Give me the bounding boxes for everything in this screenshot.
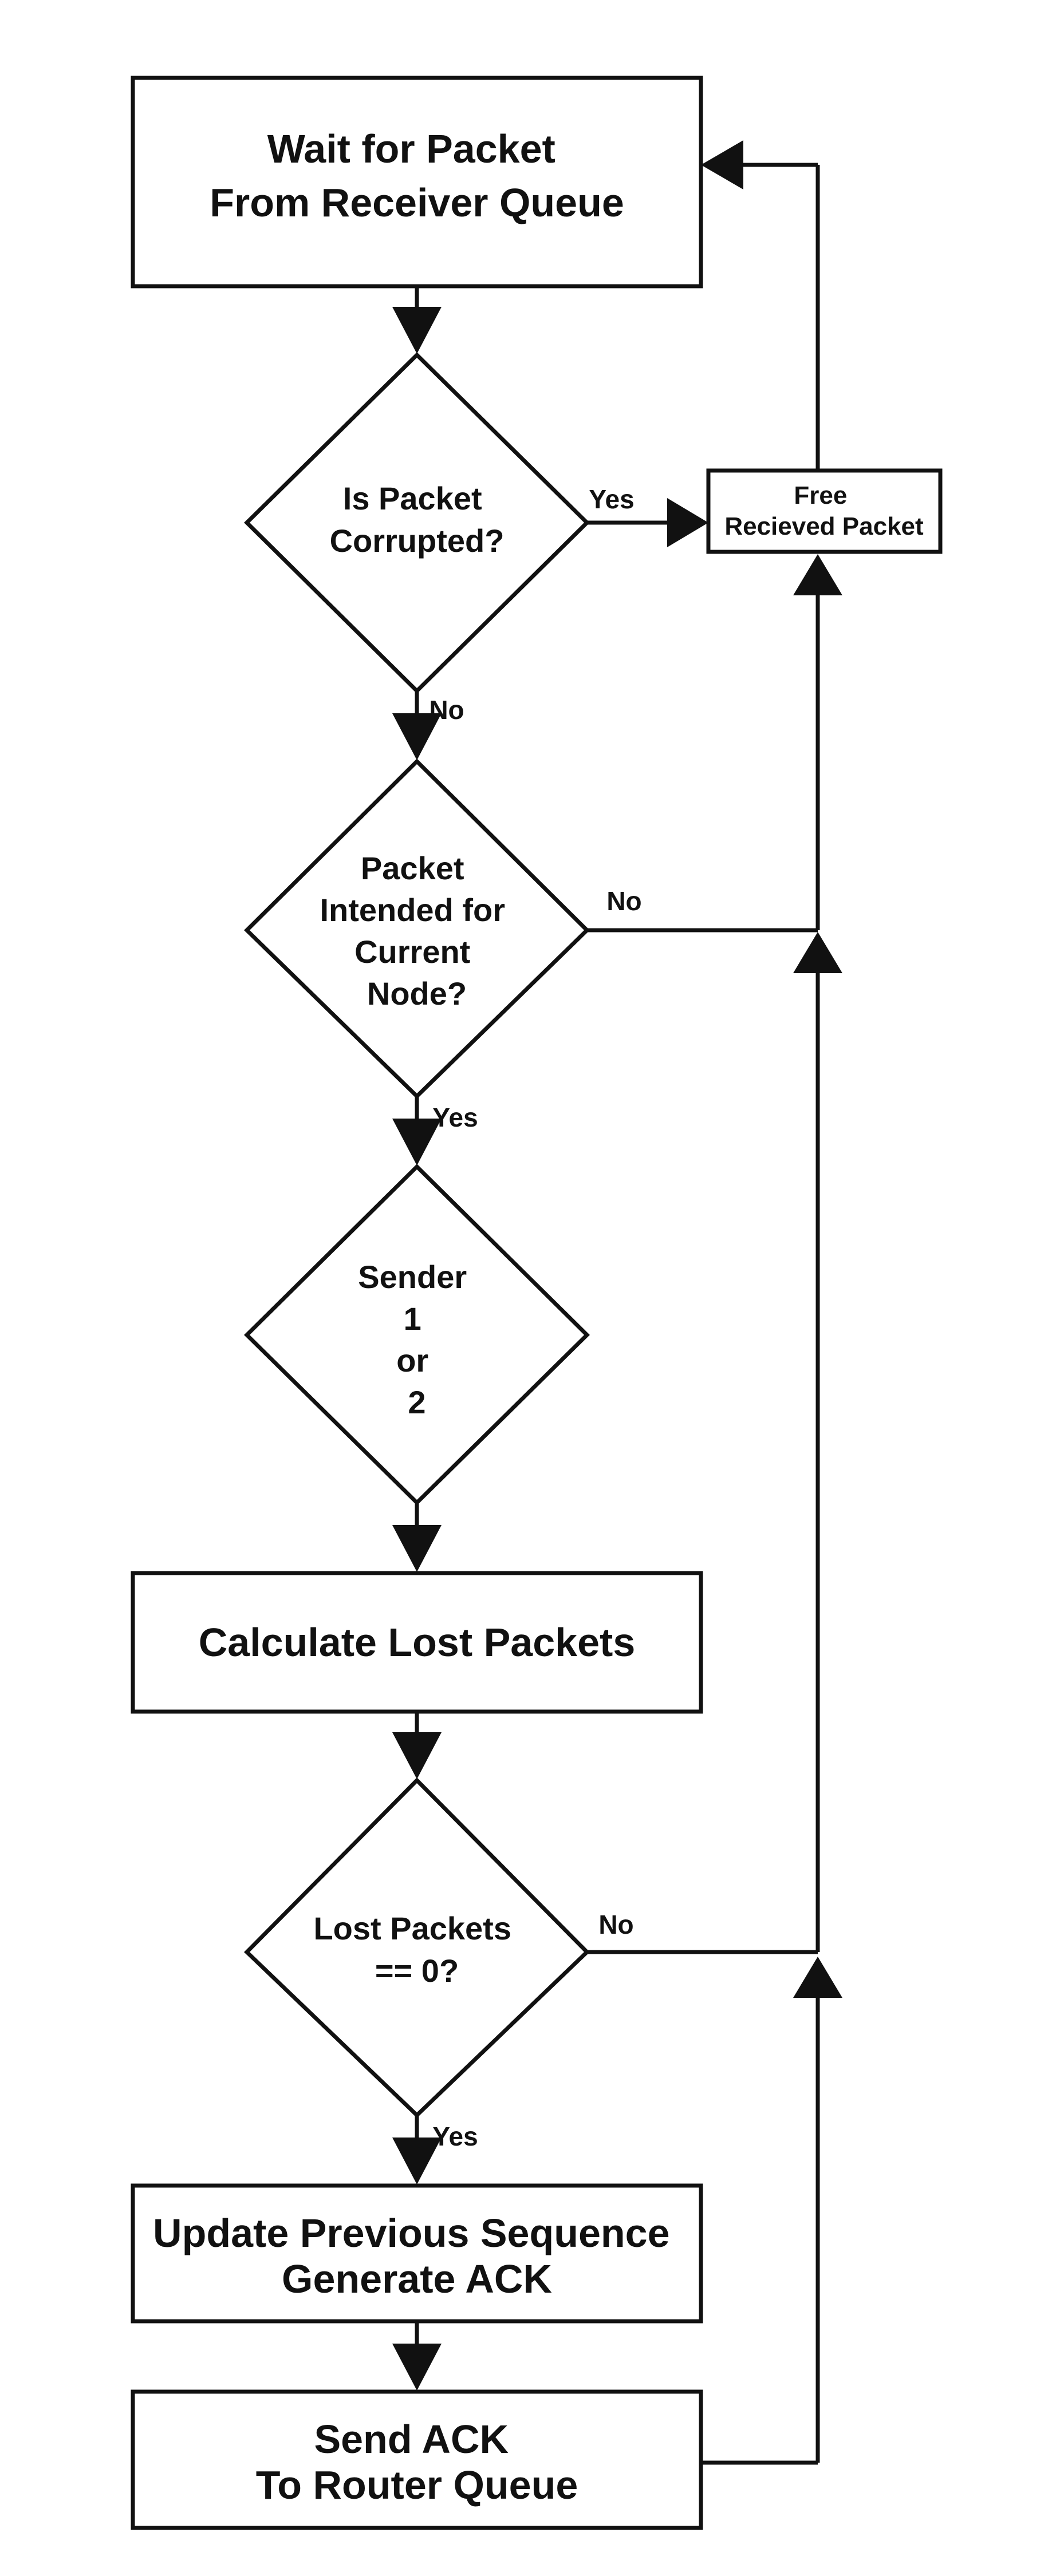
lost-zero-label: Lost Packets == 0?: [313, 1910, 520, 1989]
update-seq-box: [131, 2183, 703, 2324]
intended-label: Packet Intended for Current Node?: [320, 850, 514, 1012]
lost-zero-line-1: Lost Packets: [313, 1910, 511, 1946]
lost-no-label: No: [598, 1910, 633, 1939]
sender-line-2: 1: [404, 1301, 421, 1337]
arrowhead-into-corrupted: [392, 307, 442, 354]
arrowheads: [392, 140, 842, 2391]
edge-labels: Yes No No Yes No Yes: [429, 484, 641, 2151]
corrupted-no-label: No: [429, 695, 464, 725]
is-corrupted-label: Is Packet Corrupted?: [330, 480, 505, 559]
arrowhead-into-wait: [701, 140, 743, 189]
send-ack-box: [131, 2389, 703, 2530]
sender-line-3: or: [396, 1342, 428, 1378]
is-corrupted-line-2: Corrupted?: [330, 523, 505, 559]
node-sender: Sender 1 or 2: [244, 1164, 590, 1506]
arrowhead-up-from-send: [793, 1957, 842, 1998]
calc-lost-box: [131, 1571, 703, 1714]
lost-zero-diamond: [244, 1777, 590, 2118]
node-free-packet: Free Recieved Packet: [706, 468, 943, 554]
sender-label: Sender 1 or 2: [358, 1259, 475, 1420]
wait-packet-box: [131, 76, 703, 289]
arrowhead-into-send: [392, 2344, 442, 2391]
arrowhead-into-sender: [392, 1119, 442, 1165]
intended-line-1: Packet: [361, 850, 464, 886]
sender-diamond: [244, 1164, 590, 1506]
node-is-corrupted: Is Packet Corrupted?: [244, 352, 590, 694]
arrowhead-into-calc: [392, 1525, 442, 1572]
lost-zero-line-2: == 0?: [375, 1953, 459, 1989]
lost-yes-label: Yes: [432, 2121, 478, 2151]
connectors: [415, 163, 820, 2465]
arrowhead-up-to-free: [793, 554, 842, 595]
wait-packet-line-1: Wait for Packet: [267, 127, 555, 171]
free-packet-line-1: Free: [794, 481, 847, 509]
free-packet-box: [706, 468, 943, 554]
is-corrupted-line-1: Is Packet: [343, 480, 482, 516]
sender-line-1: Sender: [358, 1259, 467, 1295]
intended-no-label: No: [606, 886, 641, 916]
calc-lost-label: Calculate Lost Packets: [199, 1620, 636, 1665]
arrowhead-into-update: [392, 2138, 442, 2184]
is-corrupted-diamond: [244, 352, 590, 694]
sender-line-4: 2: [408, 1384, 425, 1420]
node-send-ack: Send ACK To Router Queue: [131, 2389, 703, 2530]
intended-yes-label: Yes: [432, 1103, 478, 1132]
node-intended: Packet Intended for Current Node?: [244, 758, 590, 1099]
intended-diamond: [244, 758, 590, 1099]
node-calc-lost: Calculate Lost Packets: [131, 1571, 703, 1714]
update-seq-line-2: Generate ACK: [282, 2257, 552, 2301]
free-packet-label: Free Recieved Packet: [724, 481, 924, 540]
arrowhead-into-intended: [392, 713, 442, 760]
send-ack-line-2: To Router Queue: [256, 2463, 578, 2507]
free-packet-line-2: Recieved Packet: [724, 512, 924, 540]
send-ack-label: Send ACK To Router Queue: [256, 2417, 578, 2507]
node-wait-packet: Wait for Packet From Receiver Queue: [131, 76, 703, 289]
node-lost-zero: Lost Packets == 0?: [244, 1777, 590, 2118]
wait-packet-line-2: From Receiver Queue: [210, 180, 624, 225]
corrupted-yes-label: Yes: [589, 484, 634, 514]
arrowhead-into-lost: [392, 1732, 442, 1779]
arrowhead-into-free: [667, 498, 708, 547]
update-seq-line-1: Update Previous Sequence: [153, 2211, 670, 2255]
intended-line-4: Node?: [367, 975, 467, 1012]
send-ack-line-1: Send ACK: [314, 2417, 509, 2462]
update-seq-label: Update Previous Sequence Generate ACK: [153, 2211, 681, 2301]
wait-packet-label: Wait for Packet From Receiver Queue: [210, 127, 624, 225]
calc-lost-line-1: Calculate Lost Packets: [199, 1620, 636, 1665]
intended-line-2: Intended for: [320, 892, 505, 928]
arrowhead-up-from-lost-no: [793, 932, 842, 973]
node-update-seq: Update Previous Sequence Generate ACK: [131, 2183, 703, 2324]
intended-line-3: Current: [354, 934, 470, 970]
